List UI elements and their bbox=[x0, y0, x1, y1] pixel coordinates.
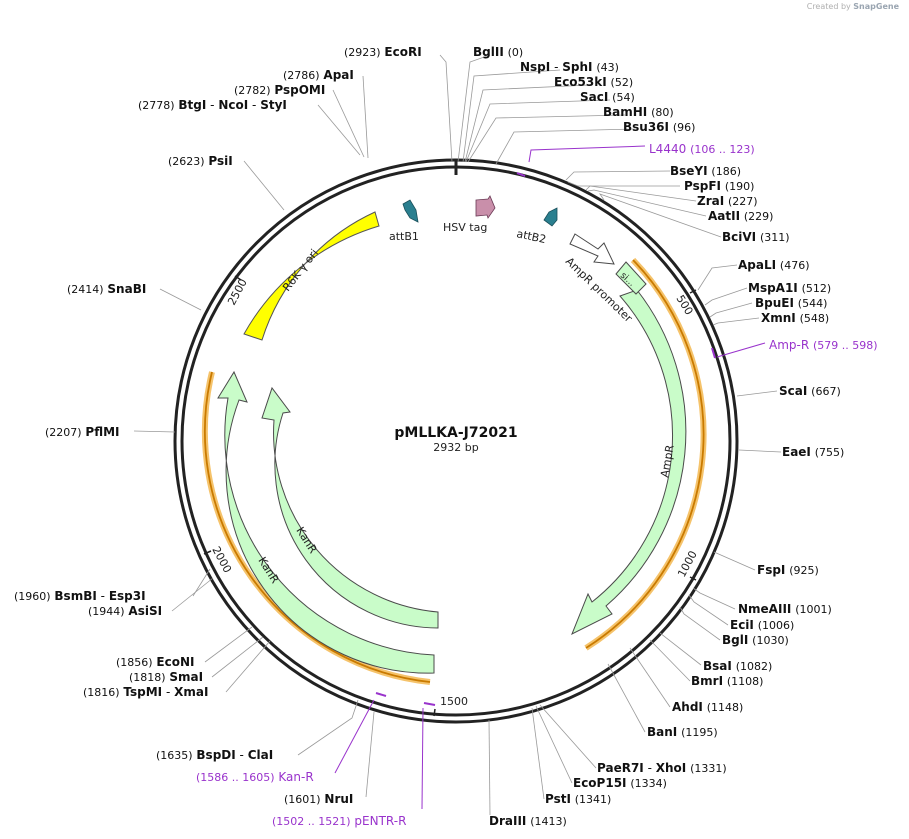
kan-r-primer-mark bbox=[375, 692, 387, 697]
site-bmri: BmrI (1108) bbox=[691, 674, 763, 688]
signal-peptide-feature[interactable] bbox=[615, 261, 647, 295]
ori-feature[interactable] bbox=[243, 211, 380, 341]
attb1-arrow[interactable] bbox=[402, 199, 419, 223]
site-ahdi: AhdI (1148) bbox=[672, 700, 743, 714]
ampr-orange-arc-core bbox=[585, 259, 705, 649]
snapgene-watermark: Created by SnapGene bbox=[806, 2, 899, 11]
site-btgi-ncoi-styi: (2778) BtgI - NcoI - StyI bbox=[138, 98, 287, 112]
site-draiii: DraIII (1413) bbox=[489, 814, 567, 828]
site-eaei: EaeI (755) bbox=[782, 445, 844, 459]
site-ecii: EciI (1006) bbox=[730, 618, 794, 632]
site-eco53ki: Eco53kI (52) bbox=[554, 75, 633, 89]
hsv-tag-arrow[interactable] bbox=[475, 195, 496, 219]
attb2-label: attB2 bbox=[515, 227, 547, 246]
primer-pentr-r: (1502 .. 1521) pENTR-R bbox=[272, 814, 406, 828]
site-aatii: AatII (229) bbox=[708, 209, 773, 223]
site-zrai: ZraI (227) bbox=[697, 194, 758, 208]
site-ecori: (2923) EcoRI bbox=[344, 45, 422, 59]
site-asisi: (1944) AsiSI bbox=[88, 604, 162, 618]
site-bglii: BglII (0) bbox=[473, 45, 523, 59]
site-psti: PstI (1341) bbox=[545, 792, 611, 806]
site-snabi: (2414) SnaBI bbox=[67, 282, 146, 296]
site-bpuei: BpuEI (544) bbox=[755, 296, 827, 310]
kanr-inner-arrow[interactable] bbox=[261, 386, 439, 629]
site-apai: (2786) ApaI bbox=[283, 68, 354, 82]
primer-amp-r: Amp-R (579 .. 598) bbox=[769, 338, 878, 352]
ori-feature-label: R6K γ ori bbox=[280, 247, 321, 294]
kan-r-leader bbox=[334, 699, 375, 774]
site-psii: (2623) PsiI bbox=[168, 154, 233, 168]
tick-label-2500: 2500 bbox=[225, 277, 250, 308]
site-pspomi: (2782) PspOMI bbox=[234, 83, 325, 97]
pentr-r-primer-mark bbox=[423, 702, 436, 706]
tick-label-1500: 1500 bbox=[440, 695, 468, 708]
site-paer7i-xhoi: PaeR7I - XhoI (1331) bbox=[597, 761, 727, 775]
primer-l4440: L4440 (106 .. 123) bbox=[649, 142, 755, 156]
site-apali: ApaLI (476) bbox=[738, 258, 810, 272]
ampr-feature-label: AmpR bbox=[658, 444, 677, 479]
attb1-label: attB1 bbox=[389, 230, 419, 243]
site-mspa1i: MspA1I (512) bbox=[748, 281, 831, 295]
site-bspdi-clai: (1635) BspDI - ClaI bbox=[156, 748, 273, 762]
primer-kan-r: (1586 .. 1605) Kan-R bbox=[196, 770, 314, 784]
site-smai: (1818) SmaI bbox=[129, 670, 203, 684]
site-nmeaiii: NmeAIII (1001) bbox=[738, 602, 832, 616]
site-bsu36i: Bsu36I (96) bbox=[623, 120, 695, 134]
site-pflmi: (2207) PflMI bbox=[45, 425, 120, 439]
ampr-feature-arrow[interactable] bbox=[571, 289, 687, 636]
tick-marks bbox=[203, 275, 697, 717]
l4440-leader bbox=[528, 145, 646, 163]
site-tspmi-xmai: (1816) TspMI - XmaI bbox=[83, 685, 208, 699]
amp-r-primer-mark bbox=[711, 347, 716, 359]
site-econi: (1856) EcoNI bbox=[116, 655, 194, 669]
site-bani: BanI (1195) bbox=[647, 725, 718, 739]
ampr-promoter-arrow[interactable] bbox=[569, 233, 615, 265]
site-ecop15i: EcoP15I (1334) bbox=[573, 776, 667, 790]
l4440-primer-mark bbox=[516, 172, 526, 177]
kanr-outer-arrow[interactable] bbox=[217, 370, 435, 674]
site-bamhi: BamHI (80) bbox=[603, 105, 674, 119]
site-bsmbi-esp3i: (1960) BsmBI - Esp3I bbox=[14, 589, 146, 603]
site-bgli: BglI (1030) bbox=[722, 633, 789, 647]
site-scai: ScaI (667) bbox=[779, 384, 841, 398]
pentr-r-leader bbox=[421, 707, 424, 810]
site-pspfi: PspFI (190) bbox=[684, 179, 754, 193]
site-nrui: (1601) NruI bbox=[284, 792, 353, 806]
site-saci: SacI (54) bbox=[580, 90, 635, 104]
site-nspi-sphi: NspI - SphI (43) bbox=[520, 60, 619, 74]
site-bcivi: BciVI (311) bbox=[722, 230, 790, 244]
tick-label-500: 500 bbox=[673, 293, 695, 318]
site-fspi: FspI (925) bbox=[757, 563, 819, 577]
hsv-tag-label: HSV tag bbox=[443, 221, 487, 234]
plasmid-length: 2932 bp bbox=[433, 441, 478, 454]
site-bsai: BsaI (1082) bbox=[703, 659, 772, 673]
plasmid-name: pMLLKA-J72021 bbox=[394, 425, 517, 441]
site-bseyi: BseYI (186) bbox=[670, 164, 741, 178]
site-xmni: XmnI (548) bbox=[761, 311, 829, 325]
attb2-arrow[interactable] bbox=[543, 207, 558, 227]
amp-r-leader bbox=[716, 342, 766, 358]
kanr-orange-arc-core bbox=[204, 371, 431, 683]
